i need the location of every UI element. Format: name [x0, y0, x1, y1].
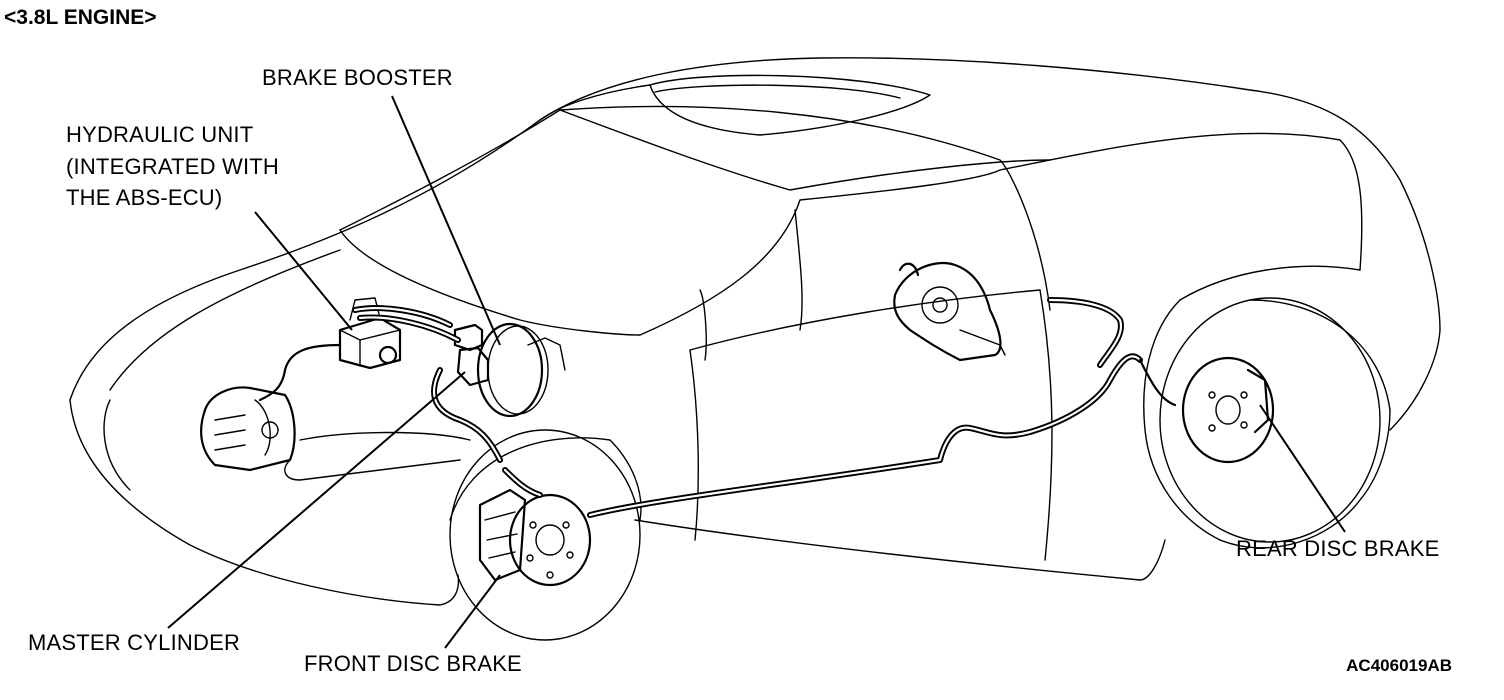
car-body-outline: [69, 57, 1441, 606]
label-rear-disc-brake: REAR DISC BRAKE: [1236, 536, 1440, 561]
leader-master-cylinder: [167, 371, 466, 629]
label-hydraulic-unit-line2: (INTEGRATED WITH: [66, 154, 279, 179]
left-rear-brake: [893, 261, 1006, 362]
leader-brake-booster: [391, 95, 501, 346]
label-hydraulic-unit-line1: HYDRAULIC UNIT: [66, 122, 254, 147]
brake-booster: [476, 322, 566, 418]
label-hydraulic-unit-line3: THE ABS-ECU): [66, 185, 223, 210]
rear-wheel: [1159, 297, 1381, 543]
label-front-disc-brake: FRONT DISC BRAKE: [304, 651, 522, 676]
diagram-title: <3.8L ENGINE>: [4, 6, 157, 29]
leader-hydraulic-unit: [254, 211, 353, 331]
brake-lines: [258, 297, 1177, 518]
master-cylinder: [453, 323, 490, 387]
front-wheel: [449, 429, 642, 641]
leader-rear-disc-brake: [1259, 404, 1346, 533]
label-master-cylinder: MASTER CYLINDER: [28, 630, 241, 655]
front-caliper: [478, 488, 527, 582]
label-brake-booster: BRAKE BOOSTER: [262, 65, 453, 90]
figure-id: AC406019AB: [1346, 656, 1452, 675]
leader-front-disc-brake: [444, 574, 501, 649]
left-front-brake: [200, 386, 296, 472]
